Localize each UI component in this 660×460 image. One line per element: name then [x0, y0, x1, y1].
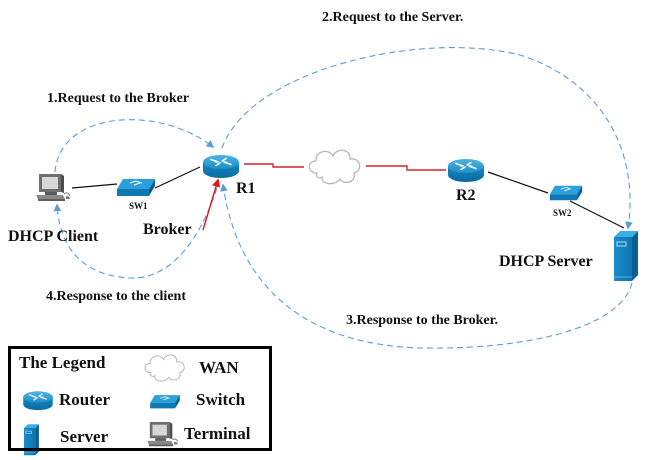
legend-switch-label: Switch	[196, 390, 246, 409]
flow-step3-arc	[220, 183, 633, 349]
r2-router-icon[interactable]	[447, 158, 485, 183]
link-r2-sw2	[487, 171, 549, 194]
sw1-label: SW1	[129, 201, 148, 211]
link-client-sw1	[71, 183, 118, 189]
sw2-switch-icon[interactable]	[549, 185, 583, 201]
step2-label: 2.Request to the Server.	[322, 10, 464, 25]
r1-router-icon[interactable]	[202, 154, 240, 179]
step1-label: 1.Request to the Broker	[47, 91, 190, 106]
flow-step1-arc	[54, 119, 215, 173]
dhcp-client-terminal-icon[interactable]	[35, 173, 71, 202]
step4-label: 4.Response to the client	[46, 289, 186, 304]
legend-terminal-label: Terminal	[184, 424, 251, 443]
r1-label: R1	[236, 180, 256, 197]
r2-label: R2	[456, 187, 476, 204]
step3-label: 3.Response to the Broker.	[346, 313, 499, 328]
legend-router-label: Router	[59, 390, 110, 409]
sw2-label: SW2	[553, 208, 572, 218]
link-r1-wan	[244, 163, 304, 168]
flow-step4-arc	[53, 187, 218, 279]
dhcp-client-label: DHCP Client	[8, 228, 99, 245]
wan-cloud-icon[interactable]	[308, 149, 361, 185]
legend-box	[8, 346, 272, 451]
broker-label: Broker	[143, 221, 192, 238]
broker-pointer-arrow	[202, 178, 221, 231]
dhcp-server-icon[interactable]	[613, 230, 639, 282]
legend-server-label: Server	[60, 427, 109, 446]
legend-wan-label: WAN	[199, 358, 239, 377]
sw1-switch-icon[interactable]	[116, 178, 156, 197]
dhcp-server-label: DHCP Server	[499, 253, 593, 270]
link-wan-r2	[366, 165, 446, 171]
legend-title: The Legend	[19, 353, 106, 372]
link-sw2-server	[569, 200, 625, 229]
link-sw1-r1	[154, 166, 201, 189]
flow-step2-arc	[221, 47, 633, 230]
